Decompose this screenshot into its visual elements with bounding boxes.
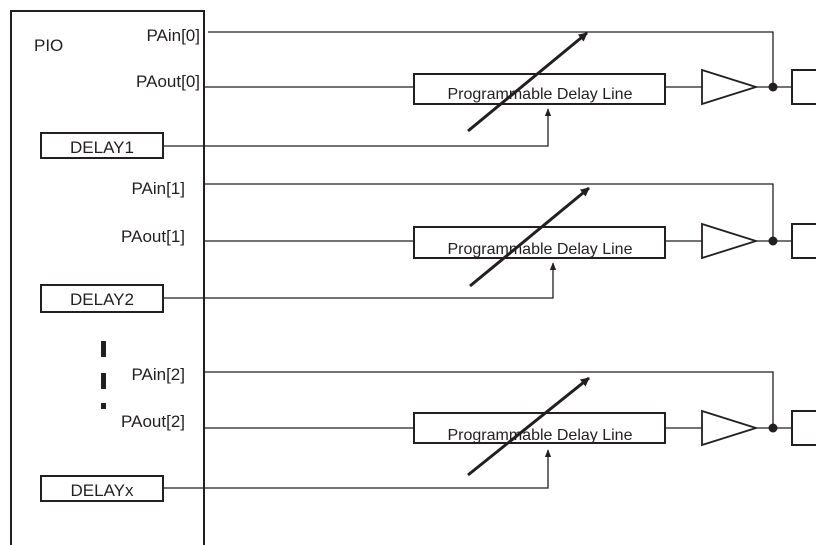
delay-control-wire (163, 108, 552, 147)
channel-1: PAin[1] PAout[1] Programmable Delay Line… (40, 179, 816, 313)
programmable-delay-line (413, 226, 666, 259)
ellipsis-marker (101, 341, 106, 409)
delay-line-label: Programmable Delay Line (448, 86, 633, 103)
output-pad (791, 69, 816, 105)
delay-line-label: Programmable Delay Line (448, 241, 633, 258)
delay-control-wire (163, 449, 552, 489)
pio-title: PIO (34, 36, 63, 55)
pain-label: PAin[0] (146, 26, 200, 45)
junction-dot-icon (768, 236, 778, 246)
channel-0: PAin[0] PAout[0] Programmable Delay Line… (40, 26, 816, 159)
delay-register-label: DELAY1 (70, 138, 134, 157)
variable-arrow-icon (469, 186, 590, 288)
programmable-delay-line (413, 412, 666, 444)
pio-block: PIO (10, 10, 205, 545)
variable-arrow-icon (467, 376, 590, 477)
pain-wire (204, 371, 774, 428)
buffer-triangle-icon (701, 222, 759, 260)
output-pad (791, 223, 816, 259)
variable-arrow-icon (467, 31, 588, 133)
delay-control-wire (163, 262, 557, 299)
buffer-triangle-icon (701, 409, 759, 447)
paout-label: PAout[0] (136, 72, 200, 91)
output-pad (791, 410, 816, 446)
buffer-triangle-icon (701, 68, 759, 106)
pain-wire (208, 31, 774, 87)
delay-register (40, 132, 164, 159)
programmable-delay-line (413, 73, 666, 105)
pain-label: PAin[2] (131, 365, 185, 384)
pain-label: PAin[1] (131, 179, 185, 198)
junction-dot-icon (768, 82, 778, 92)
delay-register-label: DELAYx (71, 481, 134, 500)
channel-2: PAin[2] PAout[2] Programmable Delay Line… (40, 365, 816, 502)
junction-dot-icon (768, 423, 778, 433)
delay-register-label: DELAY2 (70, 290, 134, 309)
pain-wire (204, 183, 774, 241)
delay-line-label: Programmable Delay Line (448, 427, 633, 444)
paout-label: PAout[2] (121, 412, 185, 431)
paout-label: PAout[1] (121, 227, 185, 246)
delay-register (40, 284, 164, 313)
